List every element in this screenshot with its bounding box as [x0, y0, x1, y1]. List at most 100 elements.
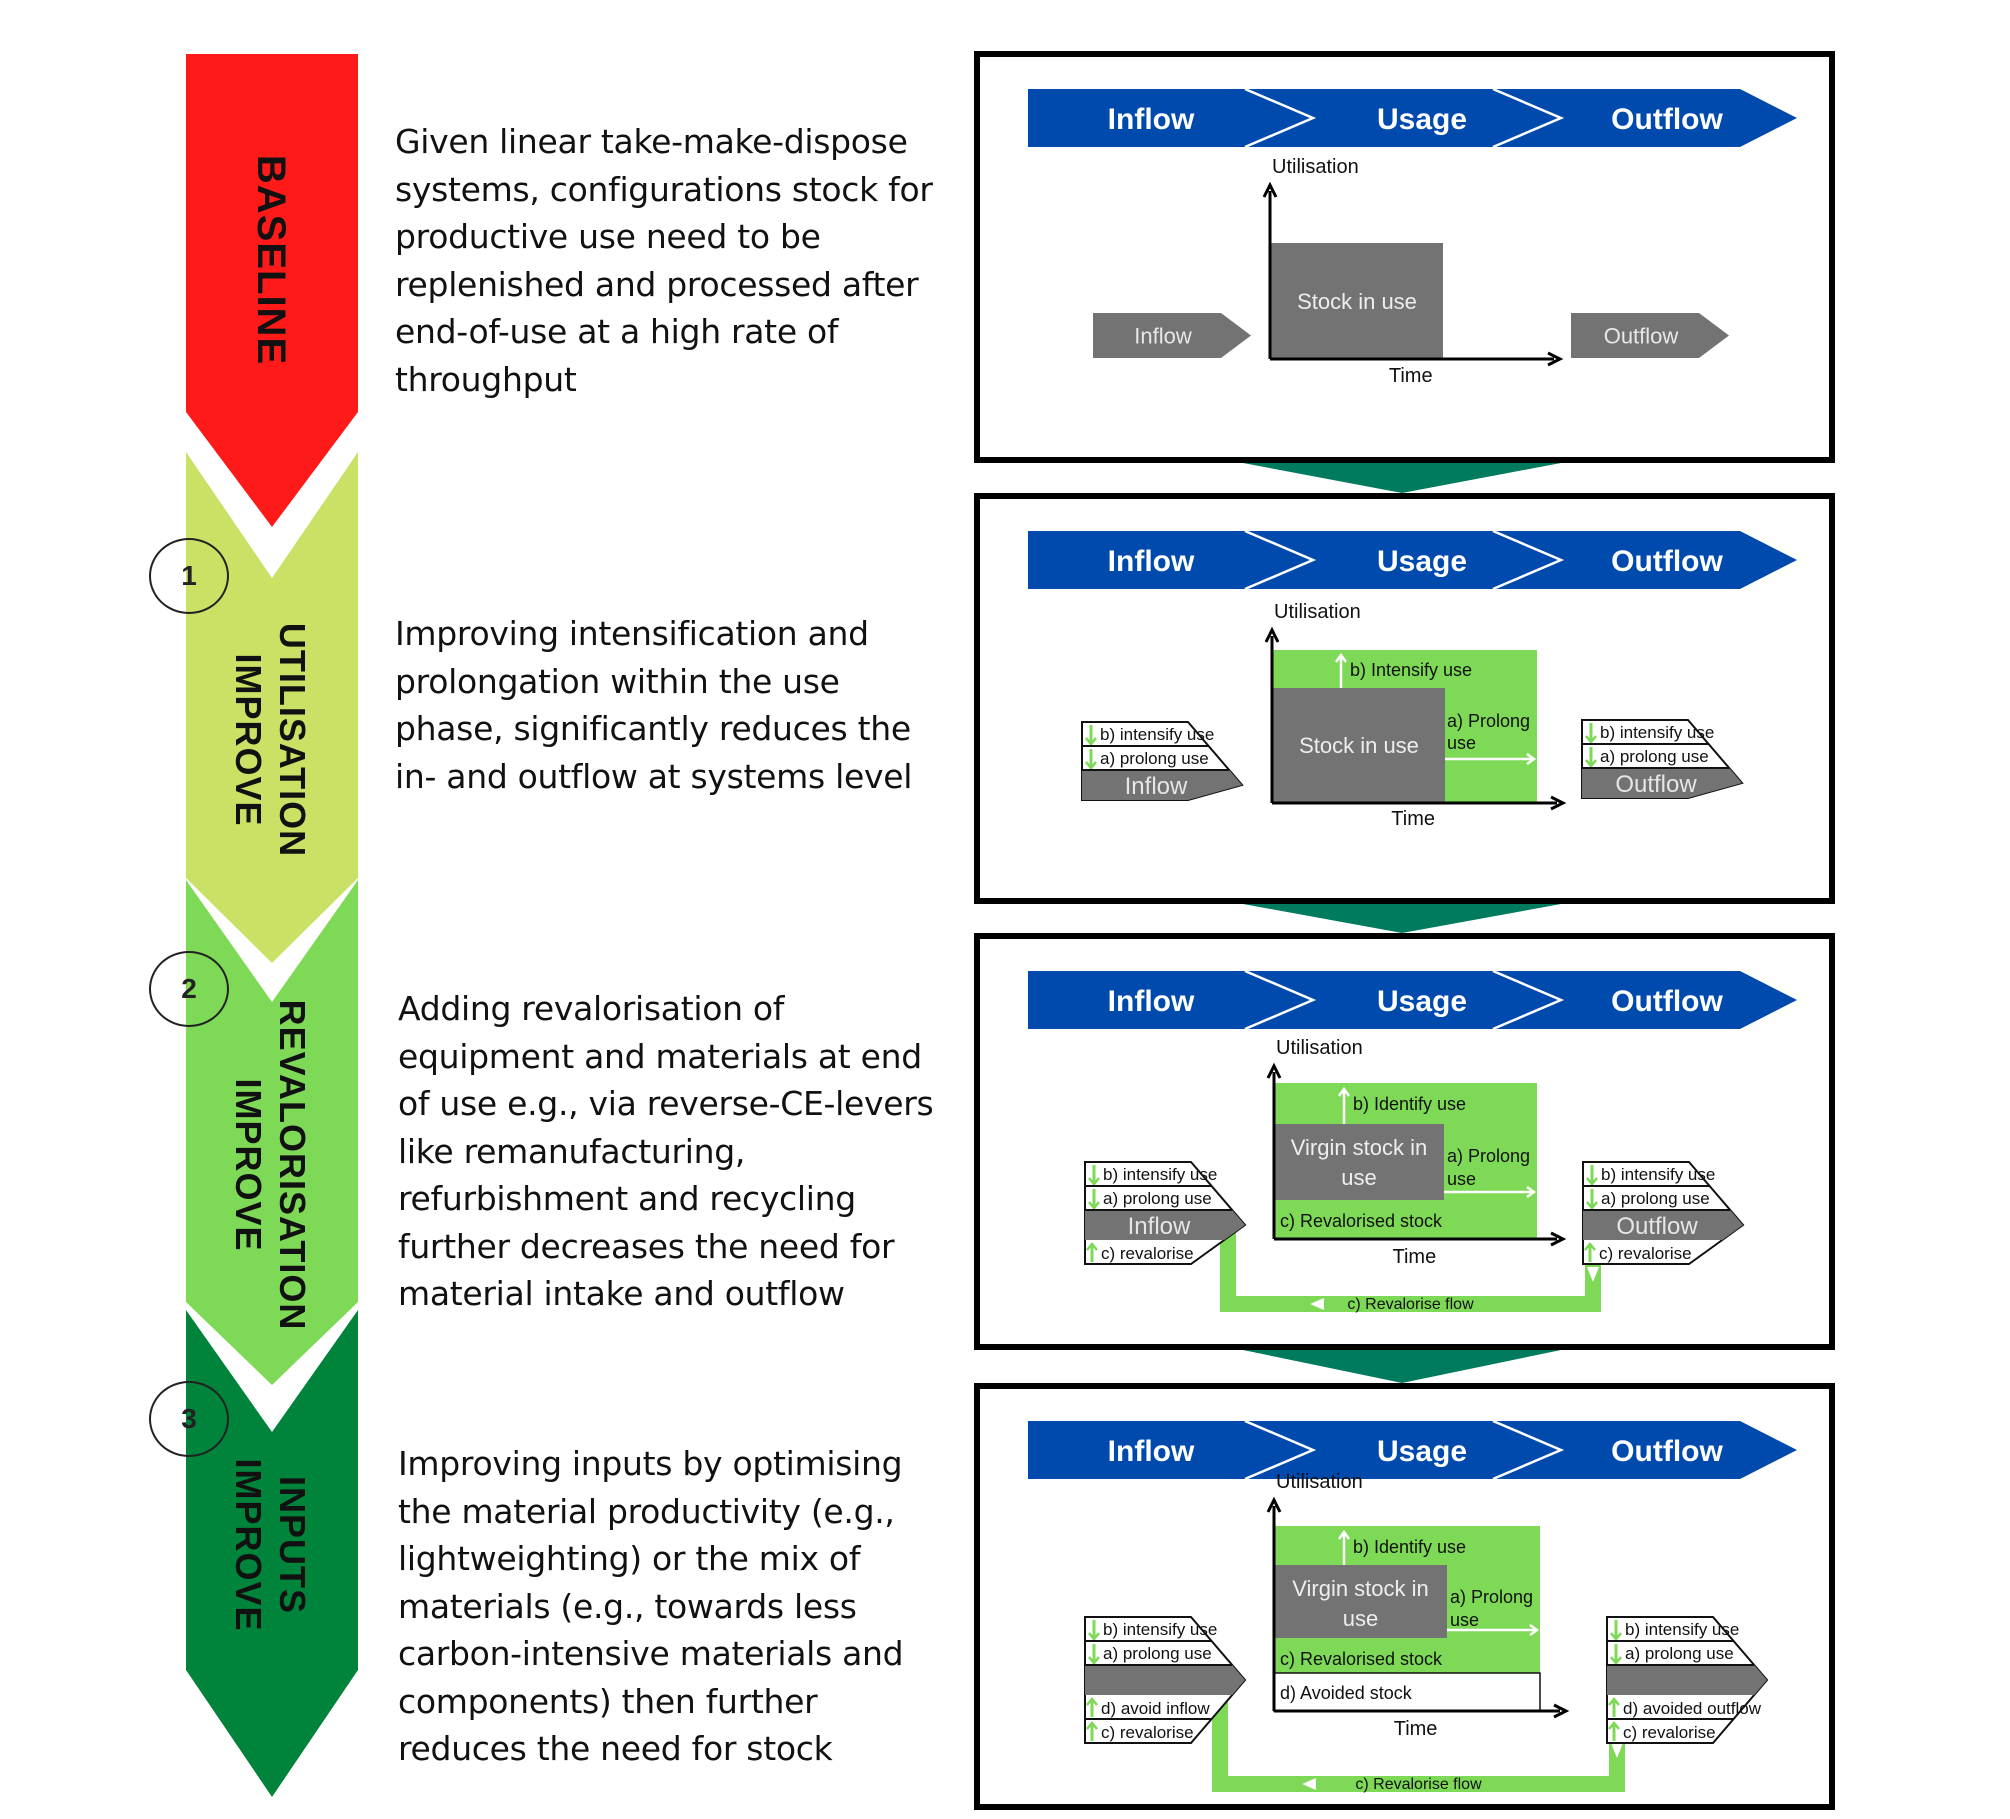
- down-arrow-head-icon: [1085, 737, 1097, 746]
- outflow-lever-below-label: d) avoided outflow: [1623, 1699, 1762, 1718]
- stage-label-baseline: BASELINE: [249, 155, 293, 365]
- y-axis-label: Utilisation: [1276, 1037, 1363, 1059]
- x-axis-arrowhead: [1553, 1703, 1570, 1719]
- stock-in-use-block: [1272, 688, 1445, 803]
- panel-connector-arrow: [1243, 463, 1561, 493]
- outflow-lever-label: a) prolong use: [1600, 747, 1709, 766]
- down-arrow-head-icon: [1585, 735, 1597, 744]
- band-outflow-label: Outflow: [1611, 1435, 1723, 1468]
- stage-chevron-baseline: [186, 54, 358, 527]
- inflow-lever-label: b) intensify use: [1103, 1620, 1217, 1639]
- loop-arrowhead-left-icon: [1302, 1778, 1316, 1790]
- band-divider: [1244, 529, 1317, 591]
- step-number-1: 1: [149, 538, 229, 614]
- panel-connector-arrow: [1243, 904, 1561, 933]
- up-arrow-head-icon: [1086, 1721, 1098, 1730]
- inflow-lever-below-label: d) avoid inflow: [1101, 1699, 1210, 1718]
- outflow-lever-label: a) prolong use: [1625, 1644, 1734, 1663]
- stage-description-improve-revalorisation: Adding revalorisation of equipment and m…: [398, 989, 934, 1313]
- down-arrow-head-icon: [1586, 1177, 1598, 1186]
- down-arrow-head-icon: [1088, 1177, 1100, 1186]
- inflow-lever-below-label: c) revalorise: [1101, 1723, 1194, 1742]
- band-inflow-label: Inflow: [1108, 103, 1195, 136]
- down-arrow-head-icon: [1088, 1201, 1100, 1210]
- up-arrow-head-icon: [1086, 1242, 1098, 1251]
- up-arrow-head-icon: [1608, 1721, 1620, 1730]
- inflow-arrow-label: Inflow: [1134, 324, 1192, 349]
- stage-label-line: IMPROVE: [228, 1078, 269, 1251]
- stage-chevron-improve-revalorisation: [186, 880, 358, 1385]
- x-axis-label: Time: [1394, 1718, 1438, 1740]
- intensify-arrowhead-icon: [1337, 1529, 1351, 1540]
- step-number-2: 2: [149, 951, 229, 1027]
- inflow-flow-label: Inflow: [1128, 1213, 1191, 1240]
- revalorise-flow-label: c) Revalorise flow: [1355, 1776, 1482, 1793]
- band-outflow-label: Outflow: [1611, 545, 1723, 578]
- band-usage-label: Usage: [1377, 985, 1467, 1018]
- inflow-flow-arrow: [1085, 1665, 1245, 1695]
- band-usage-label: Usage: [1377, 545, 1467, 578]
- outflow-arrow: [1571, 313, 1729, 358]
- stage-label-line: REVALORISATION: [272, 1000, 313, 1331]
- inflow-flow-arrow: [1082, 770, 1242, 800]
- y-axis-arrowhead: [1266, 1496, 1282, 1513]
- inflow-lever-label: b) intensify use: [1103, 1165, 1217, 1184]
- outflow-arrow-label: Outflow: [1604, 324, 1679, 349]
- prolong-arrowhead-icon: [1529, 1623, 1540, 1637]
- revalorise-flow-label: c) Revalorise flow: [1347, 1296, 1474, 1313]
- inflow-lever-label: a) prolong use: [1103, 1644, 1212, 1663]
- stage-description-improve-utilisation: Improving intensification and prolongati…: [395, 614, 913, 796]
- loop-arrowhead-left-icon: [1310, 1298, 1324, 1310]
- revalorise-loop: [1220, 1222, 1601, 1312]
- intensify-arrowhead-icon: [1334, 652, 1348, 663]
- stage-chevron-improve-inputs: [186, 1310, 358, 1797]
- band-divider: [1492, 529, 1565, 591]
- outflow-flow-label: Outflow: [1616, 1213, 1698, 1240]
- outflow-flow-arrow: [1582, 768, 1742, 798]
- outflow-lever-label: a) prolong use: [1601, 1189, 1710, 1208]
- up-arrow-head-icon: [1608, 1697, 1620, 1706]
- outflow-flow-arrow: [1583, 1210, 1743, 1240]
- up-arrow-head-icon: [1086, 1697, 1098, 1706]
- down-arrow-head-icon: [1088, 1656, 1100, 1665]
- stock-in-use-label: Stock in use: [1297, 289, 1417, 314]
- inflow-lever-label: b) intensify use: [1100, 725, 1214, 744]
- band-inflow-label: Inflow: [1108, 545, 1195, 578]
- band-usage-label: Usage: [1377, 1435, 1467, 1468]
- y-axis-label: Utilisation: [1274, 601, 1361, 623]
- outflow-lever-label: b) intensify use: [1600, 723, 1714, 742]
- band-divider: [1492, 969, 1565, 1031]
- revalorised-stock-label: c) Revalorised stock: [1280, 1649, 1443, 1669]
- revalorised-stock-label: c) Revalorised stock: [1280, 1211, 1443, 1231]
- band-outflow-label: Outflow: [1611, 103, 1723, 136]
- band-usage-label: Usage: [1377, 103, 1467, 136]
- x-axis-arrowhead: [1550, 795, 1567, 811]
- down-arrow-head-icon: [1085, 761, 1097, 770]
- band-divider: [1492, 87, 1565, 149]
- outflow-lever-below-label: c) revalorise: [1599, 1244, 1692, 1263]
- outflow-lever-label: b) intensify use: [1601, 1165, 1715, 1184]
- avoided-stock-label: d) Avoided stock: [1280, 1683, 1413, 1703]
- inflow-lever-label: a) prolong use: [1103, 1189, 1212, 1208]
- down-arrow-head-icon: [1586, 1201, 1598, 1210]
- virgin-stock-block: [1274, 1565, 1447, 1638]
- stage-label-line: BASELINE: [249, 155, 293, 365]
- stage-description-improve-inputs: Improving inputs by optimising the mater…: [398, 1444, 904, 1768]
- x-axis-arrowhead: [1550, 1231, 1567, 1247]
- outflow-lever-label: b) intensify use: [1625, 1620, 1739, 1639]
- stage-label-line: IMPROVE: [228, 653, 269, 826]
- stage-chevron-improve-utilisation: [186, 452, 358, 963]
- down-arrow-head-icon: [1610, 1632, 1622, 1641]
- intensify-label: b) Identify use: [1353, 1094, 1466, 1114]
- y-axis-arrowhead: [1264, 626, 1280, 643]
- step-number-3: 3: [149, 1381, 229, 1457]
- intensify-label: b) Identify use: [1353, 1537, 1466, 1557]
- stock-in-use-block: [1270, 243, 1443, 359]
